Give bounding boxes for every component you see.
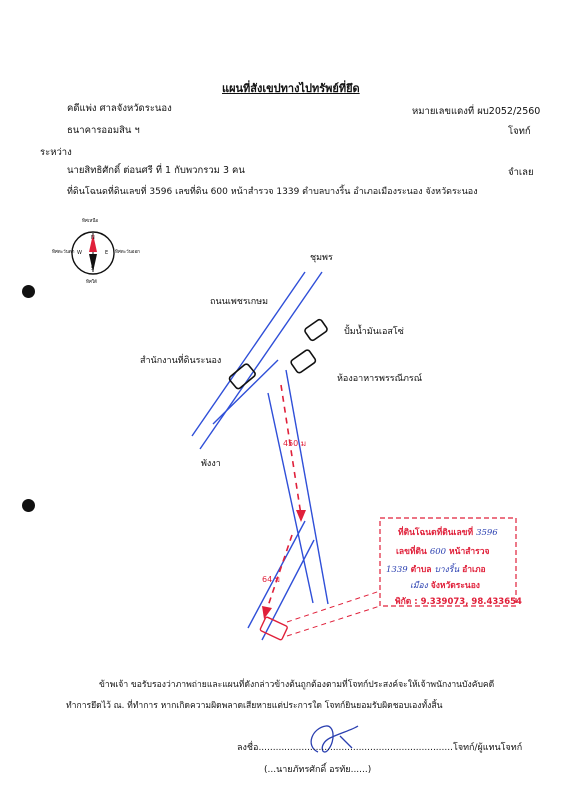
callout-line-top — [286, 590, 381, 623]
plaintiff-role: โจทก์ — [508, 126, 531, 137]
signer-name: (...นายภัทรศักดิ์ อรทัย......) — [264, 765, 372, 775]
land-office-building — [228, 363, 256, 390]
parcel-number: 600 — [429, 547, 447, 557]
signature — [310, 725, 359, 753]
certification-line-1: ข้าพเจ้า ขอรับรองว่าภาพถ่ายและแผนที่ดังก… — [99, 680, 495, 690]
label-chumphon: ชุมพร — [310, 253, 333, 263]
sign-label: ลงชื่อ — [237, 743, 259, 753]
sign-role: โจทก์/ผู้แทนโจทก์ — [452, 743, 523, 753]
deed-number: 3596 — [476, 528, 498, 538]
label-restaurant: ห้องอาหารพรรณีภรณ์ — [337, 374, 423, 384]
document-title: แผนที่สังเขปทางไปทรัพย์ที่ยึด — [222, 82, 360, 95]
route-path — [265, 384, 302, 613]
defendant-role: จำเลย — [508, 167, 534, 178]
callout-line-bottom — [286, 605, 381, 637]
route-arrow-1 — [296, 510, 306, 522]
defendant-name: นายสิทธิศักดิ์ ต่อนศรี ที่ 1 กับพวกรวม 3… — [67, 165, 245, 176]
punch-hole-bottom — [22, 499, 35, 512]
compass-west-label: ทิศตะวันตก — [52, 250, 75, 255]
property-marker — [259, 616, 288, 641]
label-land-office: สำนักงานที่ดินระนอง — [140, 356, 222, 366]
signature-line: ลงชื่อ..................................… — [237, 744, 522, 753]
side-road — [247, 369, 329, 641]
compass-s: S — [91, 266, 95, 272]
subdistrict-name: บางริ้น — [434, 565, 460, 575]
restaurant-building — [290, 349, 317, 374]
label-road-name: ถนนเพชรเกษม — [210, 297, 269, 307]
plaintiff-name: ธนาคารออมสิน ฯ — [67, 125, 140, 136]
certification-line-2: ทำการยึดไว้ ณ. ที่ทำการ หากเกิดความผิดพล… — [66, 701, 443, 711]
compass-south-arrow — [89, 254, 97, 272]
route-arrow-2 — [262, 606, 272, 619]
survey-number: 1339 — [386, 565, 408, 575]
punch-hole-top — [22, 285, 35, 298]
court-label: คดีแพ่ง ศาลจังหวัดระนอง — [67, 103, 172, 114]
compass-e: E — [105, 250, 109, 256]
compass-north-label: ทิศเหนือ — [82, 219, 99, 224]
compass-north-arrow — [89, 234, 97, 252]
sign-dots: ........................................… — [258, 743, 453, 753]
case-number: หมายเลขแดงที่ ผบ2052/2560 — [412, 106, 541, 117]
distance-label-2: 64 ม — [262, 575, 280, 584]
district-name: เมือง — [410, 581, 428, 591]
compass-east-label: ทิศตะวันออก — [115, 250, 140, 255]
property-description: ที่ดินโฉนดที่ดินเลขที่ 3596 เลขที่ดิน 60… — [67, 187, 478, 197]
property-info-box — [379, 517, 517, 607]
property-province-line: เมือง จังหวัดระนอง — [410, 581, 480, 591]
label-gas-station: ปั้มน้ำมันเอสโซ่ — [344, 327, 404, 337]
property-subdistrict-line: 1339 ตำบล บางริ้น อำเภอ — [386, 565, 486, 575]
property-parcel-line: เลขที่ดิน 600 หน้าสำรวจ — [396, 547, 490, 557]
highway-road — [191, 271, 323, 450]
between-label: ระหว่าง — [40, 147, 72, 158]
distance-label-1: 450 ม — [283, 439, 307, 448]
gas-station-building — [304, 318, 328, 342]
label-phangnga: พังงา — [201, 459, 221, 469]
compass-south-label: ทิศใต้ — [86, 280, 97, 285]
compass-w: W — [77, 250, 82, 256]
property-deed-line: ที่ดินโฉนดที่ดินเลขที่ 3596 — [398, 528, 498, 538]
compass-rose — [71, 231, 115, 275]
property-coordinates: พิกัด : 9.339073, 98.433654 — [395, 597, 522, 607]
compass-n: N — [91, 235, 95, 241]
